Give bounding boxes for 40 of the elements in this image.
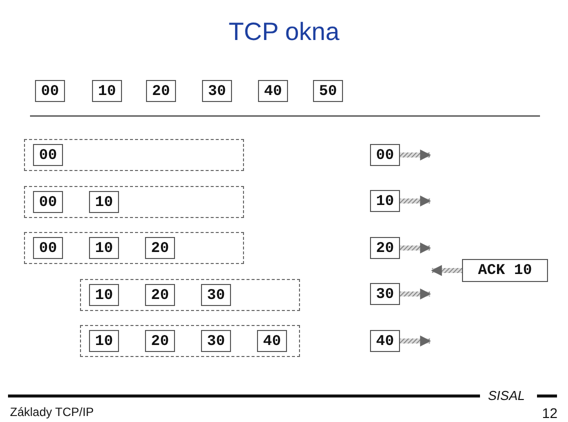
segment-box: 00 <box>35 80 65 102</box>
segment-box: 00 <box>370 144 400 166</box>
hatched-arrow <box>400 196 432 206</box>
segment-box: 10 <box>89 284 119 306</box>
hatched-arrow <box>400 336 432 346</box>
segment-box: 00 <box>33 191 63 213</box>
footer-text: Základy TCP/IP <box>8 405 96 419</box>
segment-box: 10 <box>89 237 119 259</box>
segment-box: ACK 10 <box>462 259 548 282</box>
hatched-arrow <box>430 265 462 276</box>
window-frame <box>24 232 244 264</box>
page-number: 12 <box>540 405 560 421</box>
segment-box: 20 <box>370 237 400 259</box>
hatched-arrow <box>400 242 432 254</box>
hatched-arrow <box>400 150 432 160</box>
title: TCP okna <box>228 18 340 47</box>
segment-box: 50 <box>313 80 343 102</box>
segment-box: 30 <box>370 283 400 305</box>
segment-box: 40 <box>370 330 400 352</box>
segment-box: 40 <box>257 330 287 352</box>
segment-box: 00 <box>33 237 63 259</box>
segment-box: 10 <box>92 80 122 102</box>
window-frame <box>24 186 244 218</box>
segment-box: 20 <box>145 330 175 352</box>
segment-box: 00 <box>33 144 63 166</box>
footer-note: SISAL <box>486 388 527 403</box>
segment-box: 20 <box>145 237 175 259</box>
segment-box: 10 <box>370 190 400 212</box>
window-frame <box>80 279 300 311</box>
window-frame <box>80 325 300 357</box>
hatched-arrow <box>400 288 432 300</box>
segment-box: 20 <box>145 284 175 306</box>
segment-box: 30 <box>201 284 231 306</box>
segment-box: 10 <box>89 191 119 213</box>
segment-box: 30 <box>202 80 232 102</box>
segment-box: 30 <box>201 330 231 352</box>
segment-box: 10 <box>89 330 119 352</box>
segment-box: 20 <box>146 80 176 102</box>
segment-box: 40 <box>258 80 288 102</box>
window-frame <box>24 139 244 171</box>
